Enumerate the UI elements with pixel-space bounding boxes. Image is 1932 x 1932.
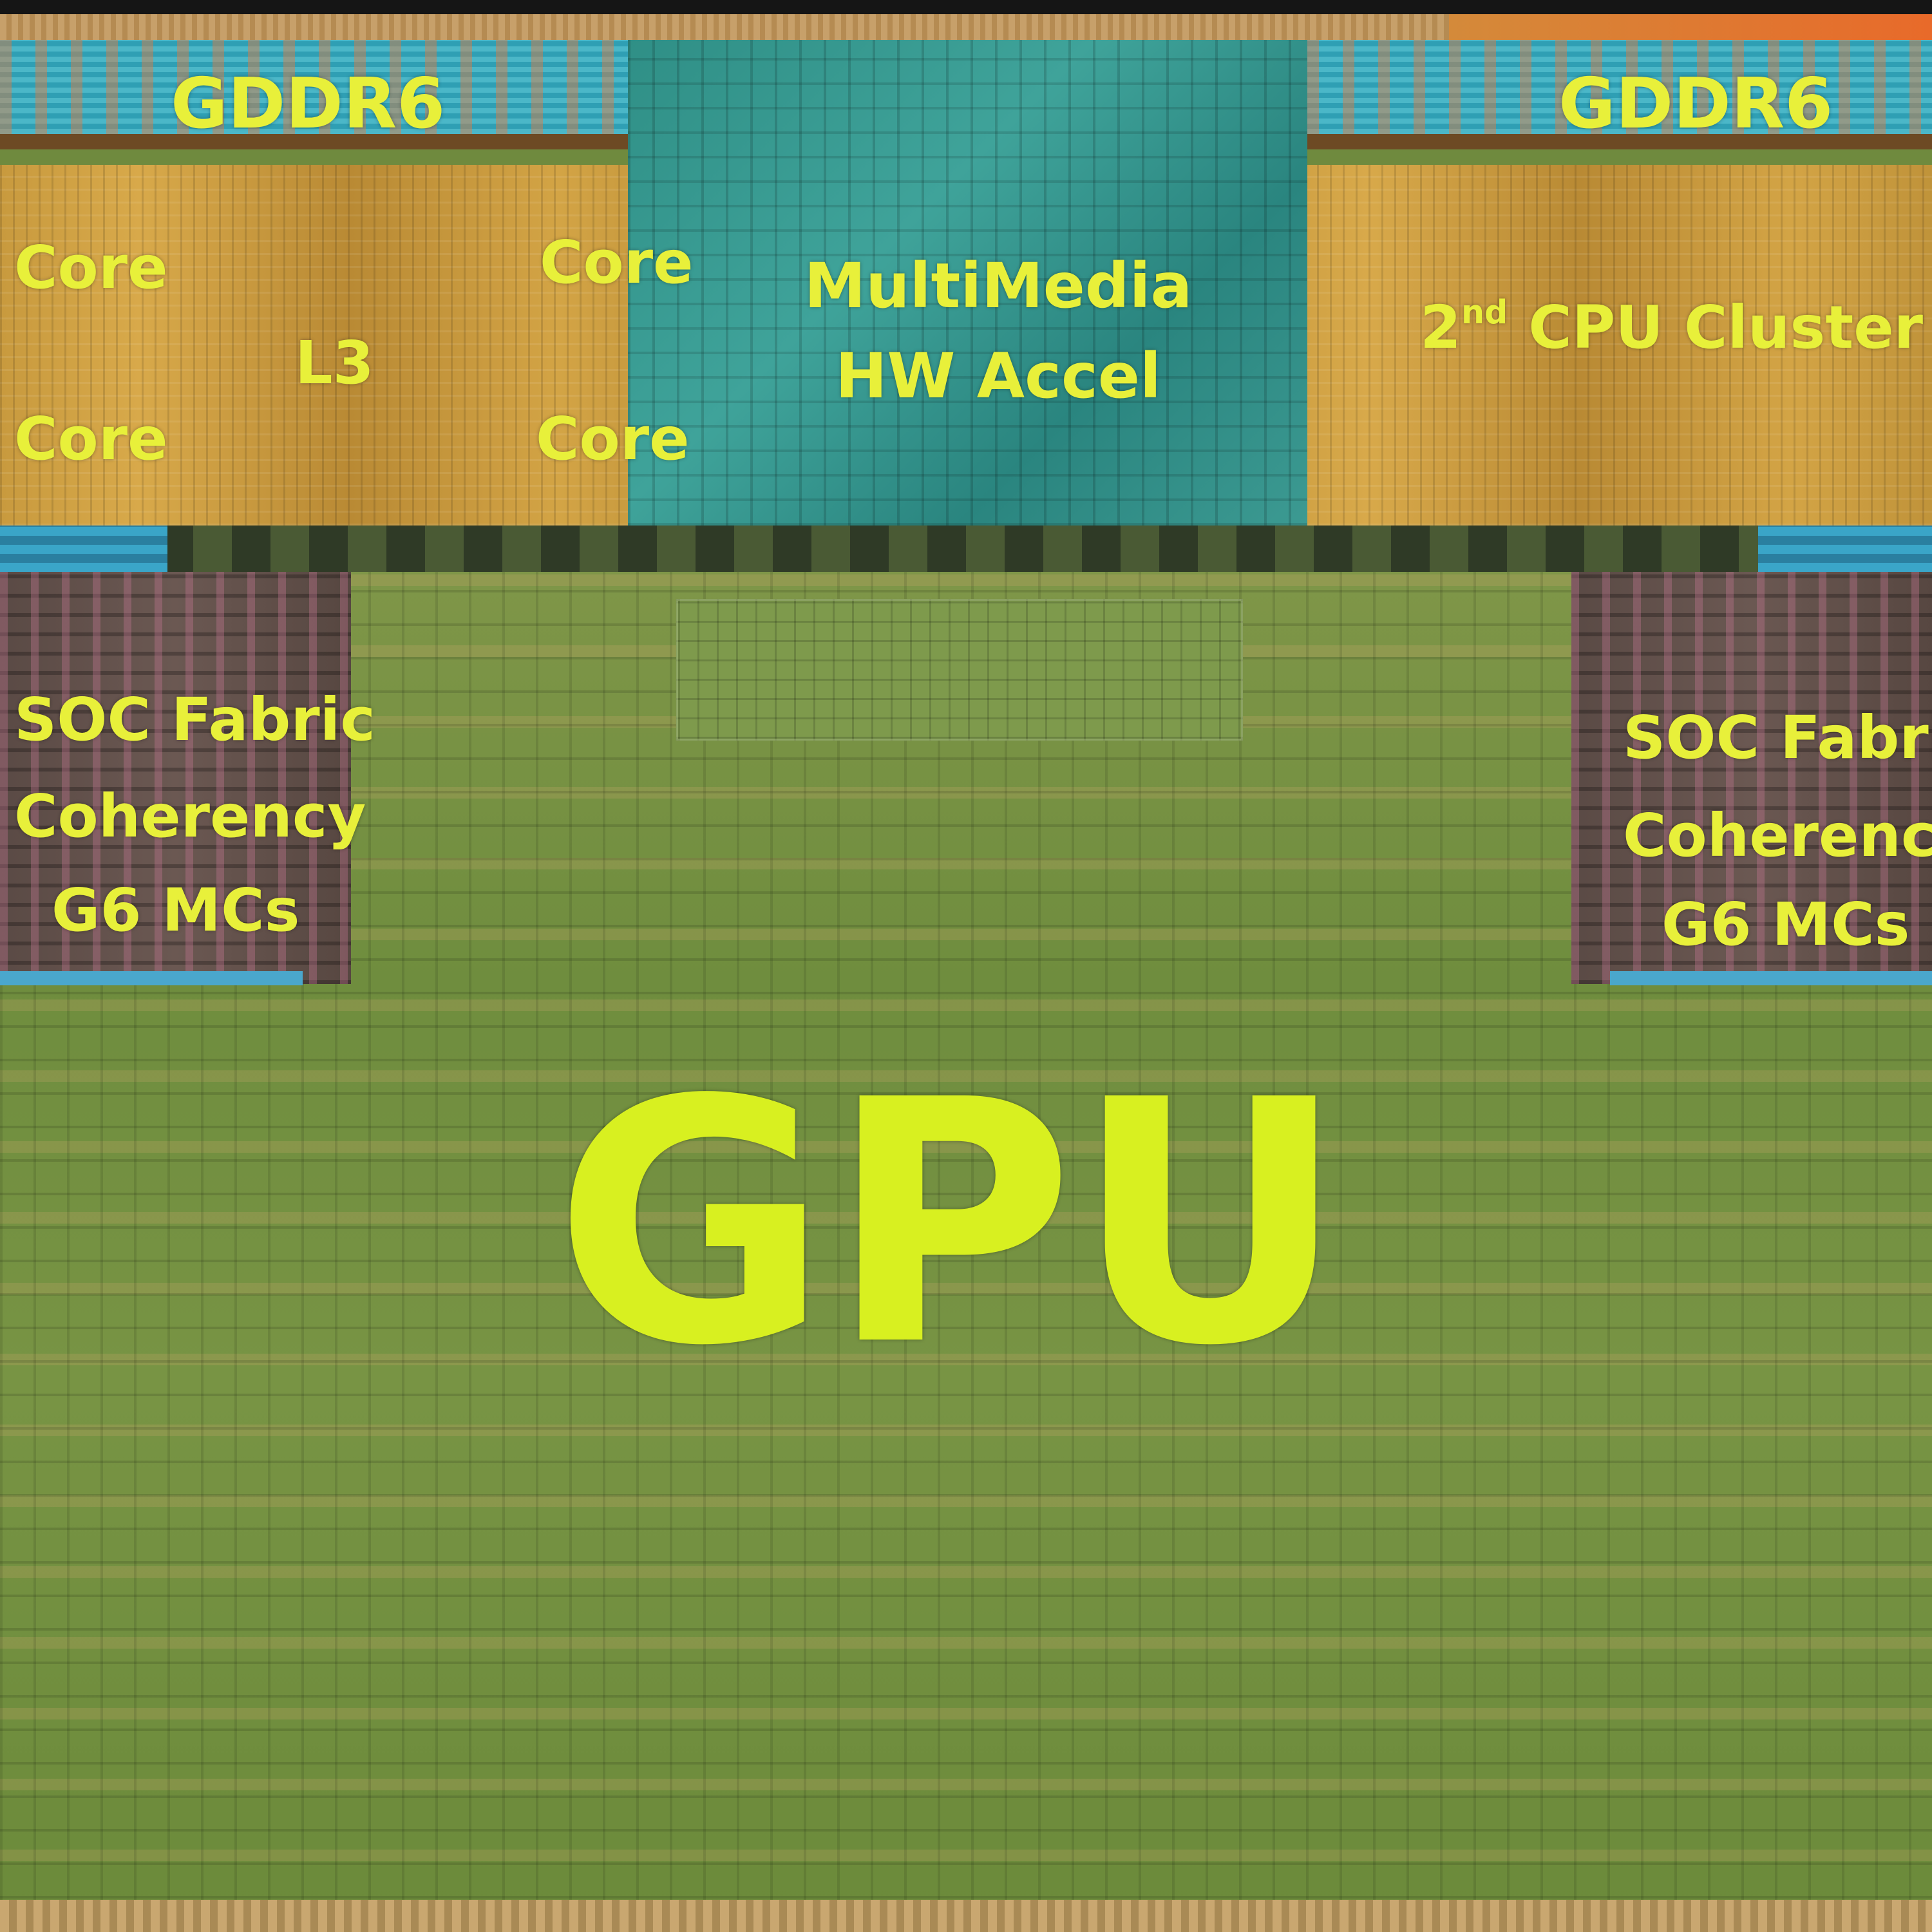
l3-cache-label: L3	[295, 328, 374, 397]
gpu-label: GPU	[554, 1028, 1347, 1419]
top-io-band	[0, 14, 1449, 40]
soc-fabric-right	[1571, 572, 1932, 984]
cpu-cluster-1	[0, 165, 699, 526]
core-bottom-right-label: Core	[536, 404, 690, 473]
soc-left-line3: G6 MCs	[52, 876, 300, 945]
multimedia-block	[628, 40, 1307, 526]
bottom-edge	[0, 1900, 1932, 1932]
gddr6-phy-right	[1307, 40, 1932, 149]
top-edge	[0, 0, 1932, 14]
interconnect-strip	[0, 526, 1932, 572]
interconnect-phy-left	[0, 526, 167, 572]
soc-right-line3: G6 MCs	[1662, 890, 1910, 959]
soc-left-line2: Coherency	[14, 782, 366, 851]
cpu-cluster-2-text: CPU Cluster	[1508, 292, 1924, 362]
soc-right-line2: Coherenc	[1623, 801, 1932, 870]
multimedia-label-line1: MultiMedia	[804, 250, 1193, 322]
soc-fabric-left	[0, 572, 351, 984]
soc-phy-left	[0, 971, 303, 985]
gddr6-phy-left	[0, 40, 628, 149]
gddr6-right-label: GDDR6	[1558, 64, 1833, 144]
gddr6-left-label: GDDR6	[171, 64, 446, 144]
cpu-cluster-2-number: 2	[1420, 292, 1462, 362]
gpu-center-block	[676, 599, 1243, 741]
core-top-left-label: Core	[14, 233, 168, 302]
core-bottom-left-label: Core	[14, 404, 168, 473]
core-top-right-label: Core	[540, 228, 694, 297]
multimedia-label-line2: HW Accel	[835, 340, 1161, 412]
cpu-cluster-2-label: 2nd CPU Cluster	[1420, 296, 1923, 357]
soc-right-line1: SOC Fabri	[1623, 703, 1932, 772]
interconnect-phy-right	[1758, 526, 1932, 572]
cpu-cluster-2	[1227, 165, 1932, 526]
soc-left-line1: SOC Fabric	[14, 685, 375, 754]
soc-phy-right	[1610, 971, 1932, 985]
cpu-cluster-2-ordinal: nd	[1461, 293, 1508, 331]
top-right-accent	[1449, 14, 1932, 40]
